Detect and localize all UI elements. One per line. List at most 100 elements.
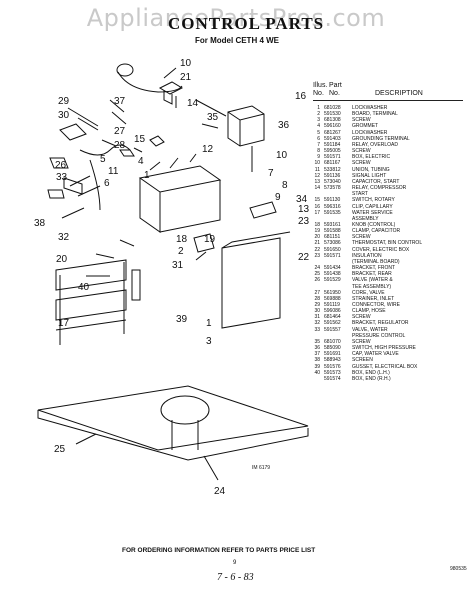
parts-row-illus-no: 14 [314,185,320,192]
callout-12: 12 [202,144,214,155]
callout-1: 1 [144,170,150,181]
parts-row-part-no: 591571 [324,252,341,259]
parts-row-illus-no: 19 [314,228,320,235]
parts-row-description: START [352,191,368,198]
parts-row-description: GROMMET [352,123,379,130]
callout-28: 28 [114,140,126,151]
parts-row-part-no: 591130 [324,197,341,204]
parts-row-part-no: 591573 [324,369,341,376]
callout-16: 16 [295,91,307,102]
parts-row-description: INSULATION [352,252,382,259]
parts-row-part-no: 591576 [324,363,341,370]
ordering-info: FOR ORDERING INFORMATION REFER TO PARTS … [122,547,316,554]
parts-row-description: SCREW [352,148,371,155]
parts-row-part-no: 591691 [324,351,341,358]
parts-row-description: SCREW [352,117,371,124]
parts-row-description: SCREW [352,234,371,241]
parts-row-description: SWITCH, HIGH PRESSURE [352,345,416,352]
parts-row-description: SWITCH, ROTARY [352,197,395,204]
parts-row-illus-no: 12 [314,172,320,179]
parts-row-illus-no: 4 [317,123,320,130]
parts-row-illus-no: 37 [314,351,320,358]
callout-20: 20 [56,254,68,265]
parts-row-part-no: 591562 [324,320,341,327]
parts-list-row: 36 585090 SWITCH, HIGH PRESSURE [313,345,469,351]
parts-row-illus-no: 27 [314,289,320,296]
parts-row-illus-no: 39 [314,363,320,370]
parts-row-description: THERMOSTAT, BIN CONTROL [352,240,423,247]
parts-row-illus-no: 38 [314,357,320,364]
parts-row-illus-no: 10 [314,160,320,167]
parts-row-description: VALVE (WATER & [352,277,393,284]
parts-row-description: WATER SERVICE [352,209,393,216]
header-part-top: Part [329,82,342,89]
parts-row-illus-no: 25 [314,271,320,278]
parts-row-description: BRACKET, REGULATOR [352,320,409,327]
parts-row-illus-no: 26 [314,277,320,284]
parts-row-description: CAPACITOR, START [352,178,400,185]
callout-29: 29 [58,96,70,107]
parts-row-illus-no: 31 [314,314,320,321]
parts-row-description: VALVE, WATER [352,326,388,333]
parts-list-row: START [313,191,469,197]
parts-row-part-no: 591434 [324,265,341,272]
parts-row-illus-no: 7 [317,141,320,148]
parts-row-illus-no: 33 [314,326,320,333]
callout-11: 11 [108,166,119,177]
parts-row-description: COVER, ELECTRIC BOX [352,246,410,253]
parts-row-part-no: 596086 [324,308,341,315]
parts-row-illus-no: 17 [314,209,320,216]
header-illus-bottom: No. [313,90,324,97]
parts-row-illus-no: 6 [317,135,320,142]
parts-row-description: BOX, END (L.H.) [352,369,390,376]
parts-row-part-no: 591530 [324,111,341,118]
parts-row-part-no: 591650 [324,246,341,253]
callout-8: 8 [282,180,288,191]
parts-row-part-no: 585090 [324,345,341,352]
parts-row-illus-no: 24 [314,265,320,272]
header-part-bottom: No. [329,90,340,97]
parts-row-illus-no: 21 [314,240,320,247]
parts-row-part-no: 591438 [324,271,341,278]
parts-row-part-no: 591535 [324,209,341,216]
parts-row-description: (TERMINAL BOARD) [352,258,400,265]
parts-row-illus-no: 36 [314,345,320,352]
parts-row-part-no: 591184 [324,141,341,148]
callout-37: 37 [114,96,126,107]
parts-row-description: SCREW [352,338,371,345]
callout-36: 36 [278,120,290,131]
parts-row-part-no: 533812 [324,166,341,173]
callout-32: 32 [58,232,70,243]
callout-26: 26 [55,160,67,171]
header-description: DESCRIPTION [375,90,423,97]
parts-row-description: CORE, VALVE [352,289,385,296]
parts-row-description: LOCKWASHER [352,105,388,111]
parts-row-description: ASSEMBLY [352,215,379,222]
parts-row-illus-no: 18 [314,221,320,228]
callout-3: 3 [206,336,212,347]
parts-row-description: SCREW [352,160,371,167]
parts-row-description: CONNECTOR, WIRE [352,302,400,308]
callout-10: 10 [180,58,192,69]
